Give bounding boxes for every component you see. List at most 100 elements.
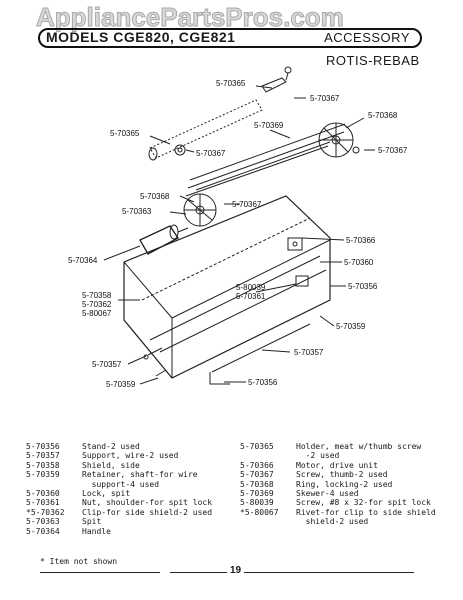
callout-label: 5-70367 xyxy=(232,200,262,209)
list-item: shield-2 used xyxy=(240,517,450,526)
callout-label: 5-80067 xyxy=(82,309,112,318)
footer-rule-right xyxy=(170,572,414,573)
locking-ring-left-drawing xyxy=(183,193,217,227)
callout-label: 5-70359 xyxy=(336,322,366,331)
part-number: 5-80039 xyxy=(240,498,274,508)
part-number: 5-70360 xyxy=(26,489,60,499)
models-title: MODELS CGE820, CGE821 xyxy=(46,29,236,45)
part-description: Screw, thumb-2 used xyxy=(296,470,388,480)
part-number: 5-70357 xyxy=(26,451,60,461)
part-number: 5-70369 xyxy=(240,489,274,499)
part-description: Clip-for side shield-2 used xyxy=(82,507,213,517)
part-number: 5-70367 xyxy=(240,470,274,480)
callout-label: 5-70363 xyxy=(122,207,152,216)
page-number: 19 xyxy=(227,565,245,576)
part-number: 5-70363 xyxy=(26,517,60,527)
list-item: 5-70364 Handle xyxy=(26,527,234,536)
locking-ring-right-drawing xyxy=(318,122,360,158)
callout-label: 5-70359 xyxy=(106,380,136,389)
list-item: 5-70356 Stand-2 used xyxy=(26,442,234,451)
part-description: Nut, shoulder-for spit lock xyxy=(82,498,213,508)
part-number xyxy=(240,517,296,526)
part-description: Shield, side xyxy=(82,460,140,470)
subtitle: ROTIS-REBAB xyxy=(326,53,420,68)
part-number: 5-70356 xyxy=(26,442,60,451)
list-item: *5-80067 Rivet-for clip to side shield xyxy=(240,508,450,517)
wire-support-drawing xyxy=(143,347,167,377)
part-description: -2 used xyxy=(296,451,340,461)
part-number: 5-70366 xyxy=(240,460,274,470)
parts-list-left: 5-70356 Stand-2 used 5-70357 Support, wire… xyxy=(26,442,234,536)
callout-label: 5-80039 xyxy=(236,283,266,292)
part-description: support-4 used xyxy=(82,479,160,489)
list-item: 5-70369 Skewer-4 used xyxy=(240,489,450,498)
part-description: Rivet-for clip to side shield xyxy=(296,507,436,517)
callout-label: 5-70362 xyxy=(82,300,112,309)
part-description: shield-2 used xyxy=(296,517,369,527)
part-description: Screw, #8 x 32-for spit lock xyxy=(296,498,431,508)
section-title: ACCESSORY xyxy=(324,30,410,45)
stand-box-drawing xyxy=(123,195,331,385)
part-description: Skewer-4 used xyxy=(296,489,359,499)
callout-label: 5-70367 xyxy=(378,146,408,155)
part-description: Lock, spit xyxy=(82,489,131,499)
watermark-text: AppliancePartsPros.com xyxy=(36,2,345,33)
list-item: 5-70367 Screw, thumb-2 used xyxy=(240,470,450,479)
callout-label: 5-70356 xyxy=(248,378,278,387)
handle-drawing xyxy=(139,224,189,255)
list-item: 5-80039 Screw, #8 x 32-for spit lock xyxy=(240,498,450,507)
callout-label: 5-70366 xyxy=(346,236,376,245)
part-number: *5-80067 xyxy=(240,507,279,517)
part-number xyxy=(26,480,82,489)
part-number xyxy=(240,451,296,460)
part-number: 5-70359 xyxy=(26,470,60,480)
callout-label: 5-70357 xyxy=(92,360,122,369)
meat-holder-top-drawing xyxy=(261,66,292,93)
callout-label: 5-70365 xyxy=(216,79,246,88)
list-item: support-4 used xyxy=(26,480,234,489)
callout-label: 5-70357 xyxy=(294,348,324,357)
callout-label: 5-70367 xyxy=(196,149,226,158)
list-item: 5-70363 Spit xyxy=(26,517,234,526)
part-description: Motor, drive unit xyxy=(296,460,378,470)
callout-label: 5-70358 xyxy=(82,291,112,300)
part-description: Support, wire-2 used xyxy=(82,451,179,461)
list-item: 5-70359 Retainer, shaft-for wire xyxy=(26,470,234,479)
callout-label: 5-70367 xyxy=(310,94,340,103)
part-description: Ring, locking-2 used xyxy=(296,479,393,489)
list-item: 5-70361 Nut, shoulder-for spit lock xyxy=(26,498,234,507)
spit-shaft-drawing xyxy=(148,99,263,161)
exploded-parts-diagram: 5-70365 5-70367 5-70368 5-70369 5-70365 … xyxy=(68,66,408,389)
part-description: Spit xyxy=(82,517,102,527)
footnote: * Item not shown xyxy=(40,557,118,566)
part-description: Retainer, shaft-for wire xyxy=(82,470,198,480)
part-description: Stand-2 used xyxy=(82,442,140,451)
header-bar xyxy=(38,28,422,48)
part-number: 5-70365 xyxy=(240,442,274,451)
callout-label: 5-70369 xyxy=(254,121,284,130)
callout-label: 5-70368 xyxy=(368,111,398,120)
list-item: *5-70362 Clip-for side shield-2 used xyxy=(26,508,234,517)
callout-label: 5-70361 xyxy=(236,292,266,301)
list-item: 5-70366 Motor, drive unit xyxy=(240,461,450,470)
callout-label: 5-70368 xyxy=(140,192,170,201)
part-number: 5-70358 xyxy=(26,460,60,470)
list-item: 5-70365 Holder, meat w/thumb screw xyxy=(240,442,450,451)
callout-label: 5-70365 xyxy=(110,129,140,138)
part-number: *5-70362 xyxy=(26,507,65,517)
list-item: 5-70360 Lock, spit xyxy=(26,489,234,498)
part-number: 5-70361 xyxy=(26,498,60,508)
list-item: -2 used xyxy=(240,451,450,460)
part-description: Holder, meat w/thumb screw xyxy=(296,442,422,451)
page-header: MODELS CGE820, CGE821 ACCESSORY xyxy=(38,28,422,50)
part-number: 5-70364 xyxy=(26,526,60,536)
list-item: 5-70357 Support, wire-2 used xyxy=(26,451,234,460)
callout-label: 5-70356 xyxy=(348,282,378,291)
parts-list-right: 5-70365 Holder, meat w/thumb screw -2 use… xyxy=(240,442,450,527)
skewers-drawing xyxy=(185,123,346,197)
callout-label: 5-70360 xyxy=(344,258,374,267)
part-description: Handle xyxy=(82,526,111,536)
footer-rule-left xyxy=(40,572,160,573)
callout-label: 5-70364 xyxy=(68,256,98,265)
